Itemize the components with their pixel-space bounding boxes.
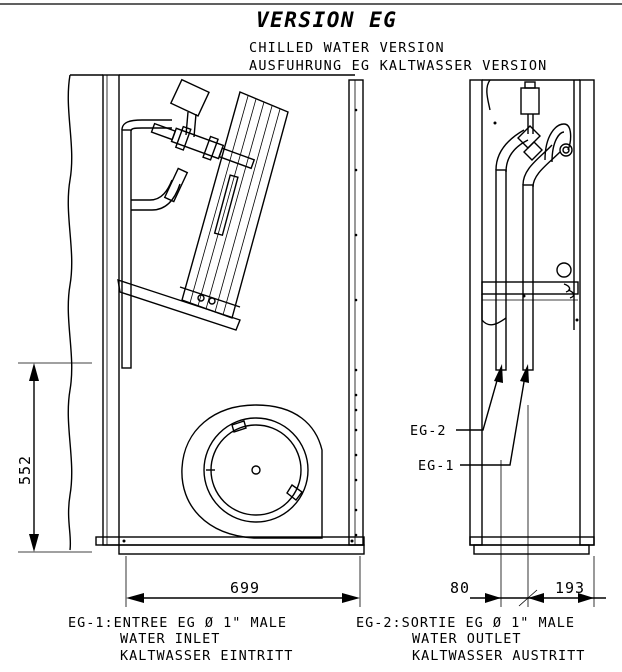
inlet-caption-line-3: KALTWASSER EINTRITT — [120, 648, 293, 664]
drawing-subtitle-1: CHILLED WATER VERSION — [249, 40, 445, 56]
inlet-caption-line-2: WATER INLET — [120, 631, 220, 647]
side-view: 552 699 — [16, 74, 365, 607]
valve-actuator — [169, 78, 210, 117]
callout-eg-1: EG-1 — [418, 458, 455, 474]
supply-pipe — [121, 129, 132, 369]
eg1-leader — [460, 364, 529, 466]
front-view: EG-2 EG-1 80 193 — [410, 79, 606, 607]
outlet-caption-line-2: WATER OUTLET — [412, 631, 522, 647]
outlet-caption: EG-2:SORTIE EG Ø 1" MALE WATER OUTLET KA… — [356, 615, 585, 664]
front-pipes — [495, 123, 573, 371]
outlet-caption-line-3: KALTWASSER AUSTRITT — [412, 648, 585, 664]
base-rail — [95, 536, 365, 546]
base-plinth — [118, 544, 365, 555]
drawing-subtitle-2: AUSFUHRUNG EG KALTWASSER VERSION — [249, 58, 548, 74]
rear-panel-rivets — [354, 108, 358, 537]
dimension-193: 193 — [555, 579, 585, 597]
fan-housing — [181, 404, 323, 539]
inlet-caption: EG-1:ENTREE EG Ø 1" MALE WATER INLET KAL… — [68, 615, 293, 664]
front-base-rail — [469, 536, 595, 546]
outlet-caption-line-1: EG-2:SORTIE EG Ø 1" MALE — [356, 615, 575, 631]
callout-eg-2: EG-2 — [410, 423, 447, 439]
dimension-552: 552 — [16, 455, 34, 485]
drawing-title: VERSION EG — [256, 8, 397, 32]
pipe-dimensions — [470, 589, 606, 607]
dimension-699: 699 — [230, 579, 260, 597]
eg2-leader — [456, 364, 503, 431]
wall-break-line — [67, 74, 73, 551]
drain-tray — [117, 278, 241, 331]
dimension-80: 80 — [450, 579, 470, 597]
front-valve-actuator — [520, 87, 540, 115]
front-base-plinth — [473, 544, 590, 555]
inlet-caption-line-1: EG-1:ENTREE EG Ø 1" MALE — [68, 615, 287, 631]
rear-panel — [348, 79, 364, 546]
height-dimension — [18, 362, 92, 553]
right-side-panel — [579, 79, 595, 546]
depth-dimension — [125, 556, 361, 607]
cooling-coil — [181, 91, 289, 319]
sight-glass — [556, 262, 572, 278]
left-side-panel — [469, 79, 483, 546]
front-panel — [102, 74, 120, 546]
front-drain-tray — [481, 281, 579, 326]
control-valve — [150, 122, 256, 170]
